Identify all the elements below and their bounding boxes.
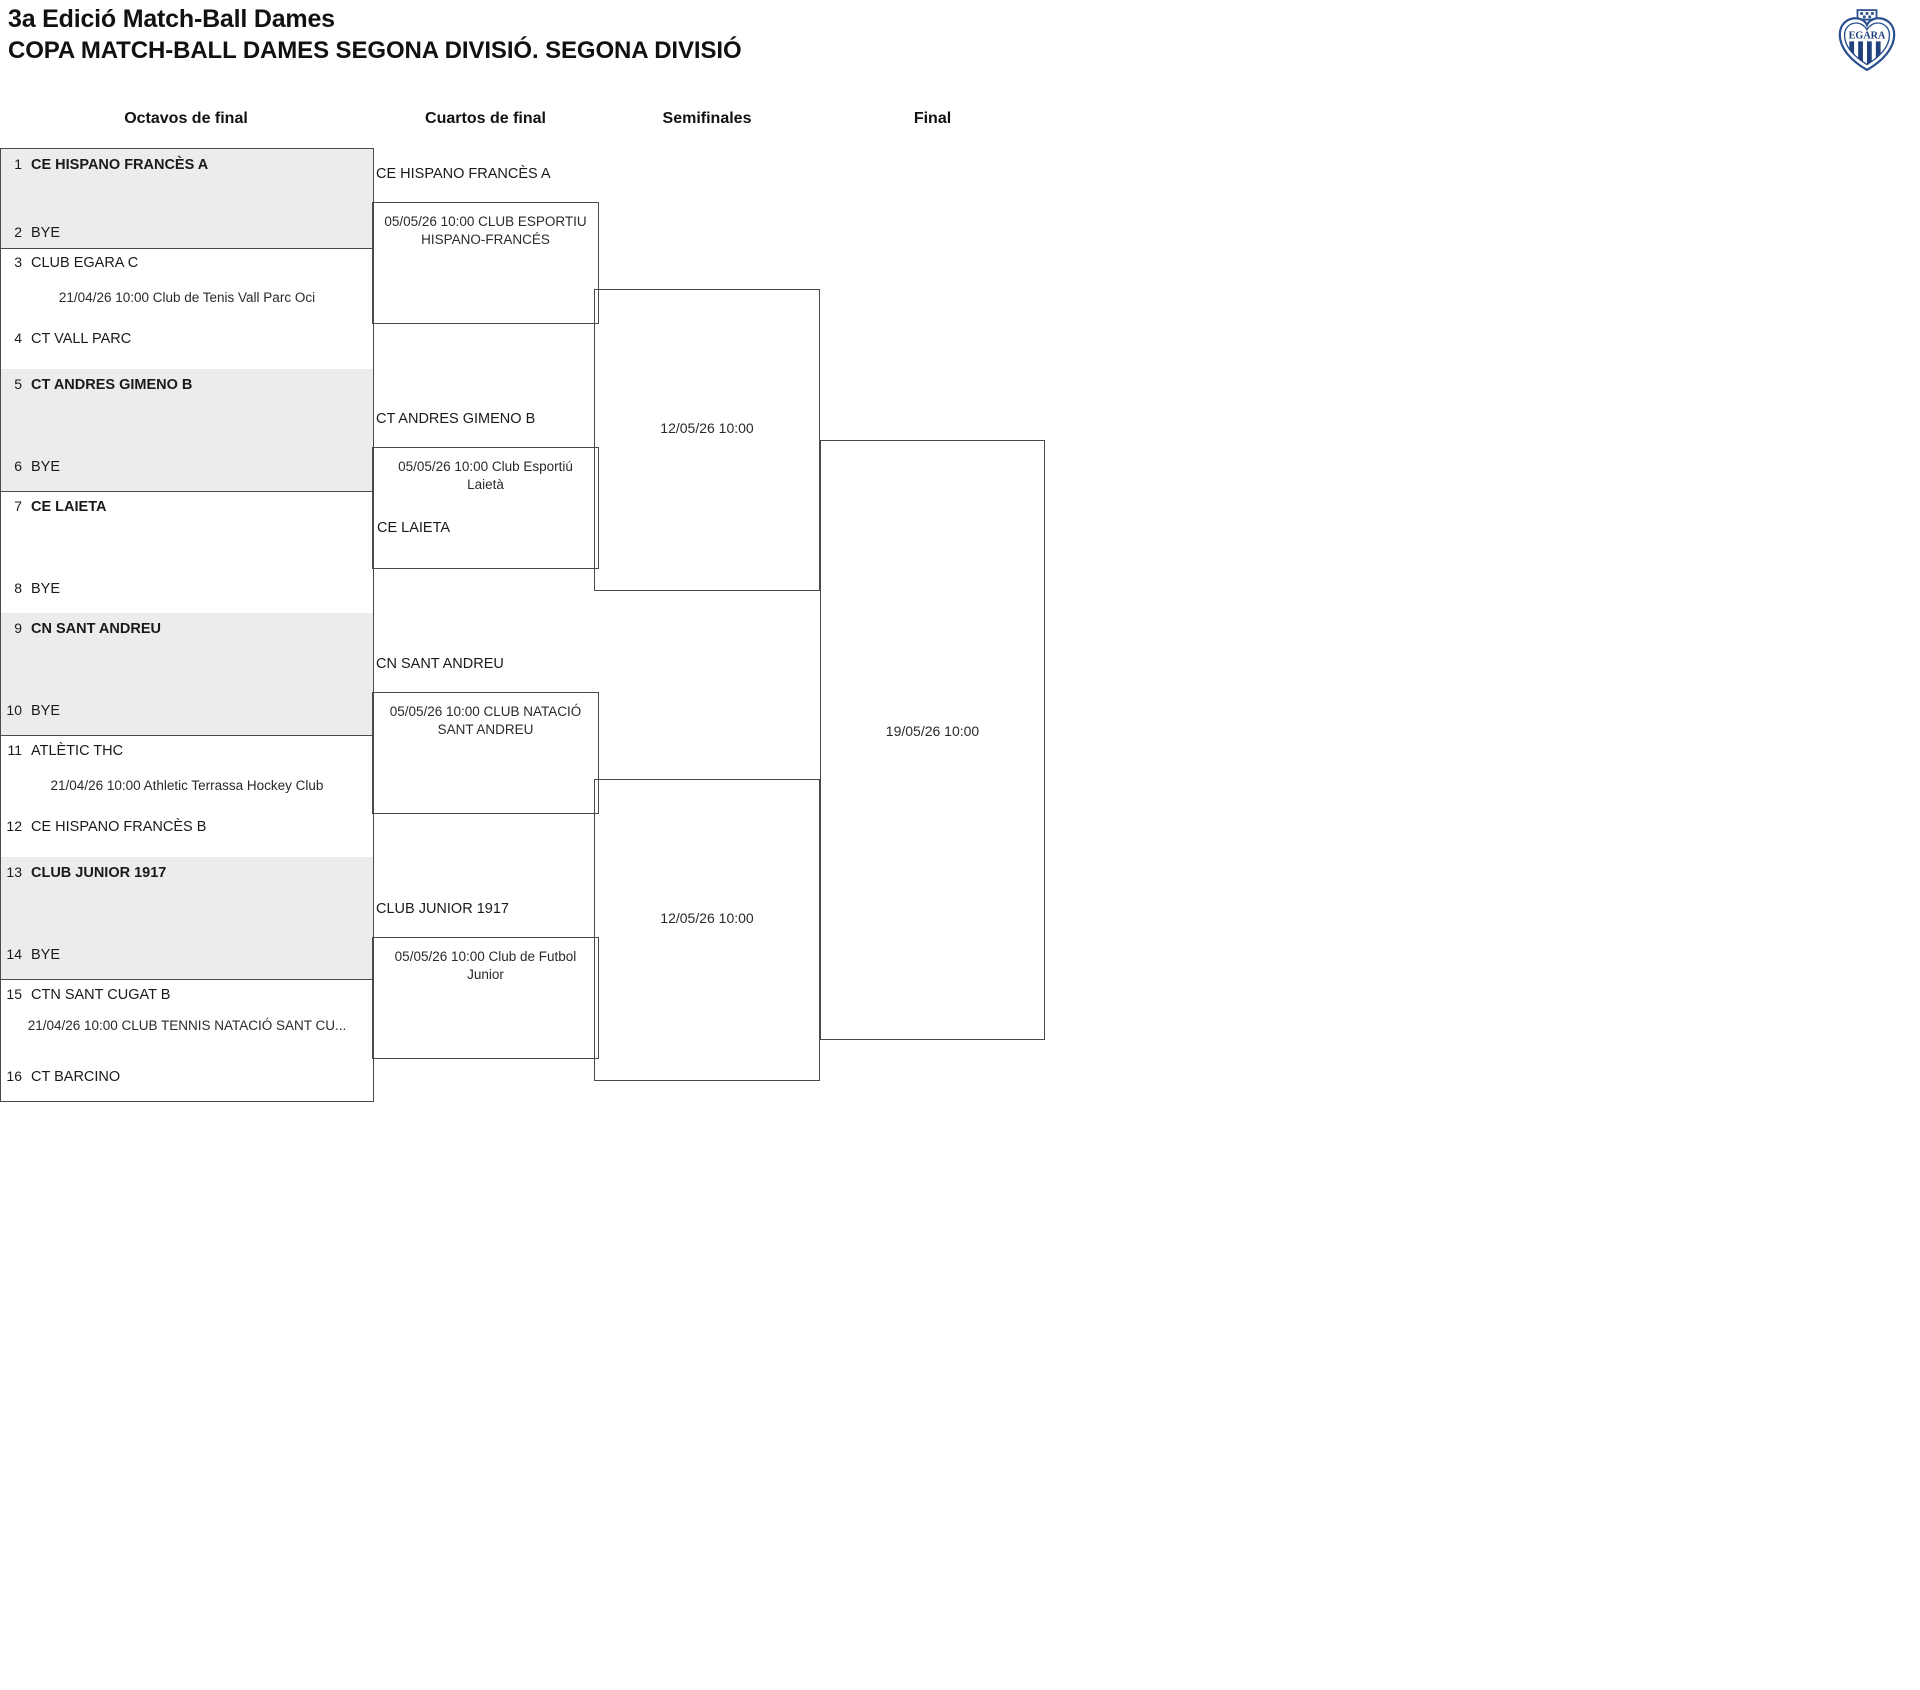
- match-schedule: 12/05/26 10:00: [660, 420, 754, 436]
- team-name: CT ANDRES GIMENO B: [31, 377, 193, 393]
- egara-club-logo: EGARA: [1832, 6, 1902, 74]
- qf-match-box[interactable]: 05/05/26 10:00 CLUB ESPORTIU HISPANO-FRA…: [372, 202, 599, 324]
- sf-match-box[interactable]: 12/05/26 10:00: [594, 289, 820, 591]
- final-match-box[interactable]: 19/05/26 10:00: [820, 440, 1045, 1040]
- bracket-entry[interactable]: 4 CT VALL PARC: [1, 325, 373, 351]
- bracket-entry[interactable]: 3 CLUB EGARA C: [1, 249, 373, 275]
- match-row[interactable]: 15 CTN SANT CUGAT B 21/04/26 10:00 CLUB T…: [0, 979, 374, 1102]
- seed-number: 6: [14, 458, 22, 474]
- seed-number: 5: [14, 376, 22, 392]
- match-schedule: 12/05/26 10:00: [660, 910, 754, 926]
- seed-number: 4: [14, 330, 22, 346]
- qf-match-box[interactable]: 05/05/26 10:00 Club de Futbol Junior: [372, 937, 599, 1059]
- seed-number: 12: [6, 818, 22, 834]
- team-name: BYE: [31, 225, 61, 241]
- bracket-entry[interactable]: 15 CTN SANT CUGAT B: [1, 981, 373, 1007]
- team-name: CE HISPANO FRANCÈS B: [31, 819, 207, 835]
- tournament-competition-title: COPA MATCH-BALL DAMES SEGONA DIVISIÓ. SE…: [8, 37, 742, 64]
- match-schedule: 21/04/26 10:00 CLUB TENNIS NATACIÓ SANT …: [27, 1018, 347, 1033]
- qf-winner-label[interactable]: CT ANDRES GIMENO B: [376, 411, 536, 427]
- round-header-semifinales: Semifinales: [662, 110, 752, 127]
- match-row[interactable]: 7 CE LAIETA 8 BYE: [0, 491, 374, 614]
- seed-number: 13: [6, 864, 22, 880]
- bracket-entry[interactable]: 5 CT ANDRES GIMENO B: [1, 371, 373, 397]
- team-name: CLUB EGARA C: [31, 255, 139, 271]
- page-header: 3a Edició Match-Ball Dames COPA MATCH-BA…: [8, 4, 1208, 66]
- seed-number: 8: [14, 580, 22, 596]
- round-header-cuartos: Cuartos de final: [425, 110, 546, 127]
- sf-match-box[interactable]: 12/05/26 10:00: [594, 779, 820, 1081]
- match-schedule: 05/05/26 10:00 CLUB ESPORTIU HISPANO-FRA…: [384, 214, 587, 247]
- team-name: ATLÈTIC THC: [31, 743, 124, 759]
- seed-number: 10: [6, 702, 22, 718]
- bracket-entry[interactable]: 9 CN SANT ANDREU: [1, 615, 373, 641]
- match-row[interactable]: 9 CN SANT ANDREU 10 BYE: [0, 613, 374, 736]
- match-schedule: 05/05/26 10:00 CLUB NATACIÓ SANT ANDREU: [389, 704, 582, 737]
- bracket-entry[interactable]: 14 BYE: [1, 941, 373, 967]
- logo-wordmark: EGARA: [1849, 31, 1886, 42]
- tournament-edition-title: 3a Edició Match-Ball Dames: [8, 5, 335, 33]
- team-name: BYE: [31, 459, 61, 475]
- team-name: CTN SANT CUGAT B: [31, 987, 171, 1003]
- match-schedule: 21/04/26 10:00 Club de Tenis Vall Parc O…: [58, 290, 316, 305]
- bracket-entry[interactable]: 2 BYE: [1, 219, 373, 245]
- bracket-entry[interactable]: 13 CLUB JUNIOR 1917: [1, 859, 373, 885]
- qf-loser-label: CE LAIETA: [377, 520, 451, 536]
- bracket-entry[interactable]: 6 BYE: [1, 453, 373, 479]
- round-header-final: Final: [913, 110, 952, 127]
- match-schedule: 05/05/26 10:00 Club Esportiú Laietà: [398, 459, 573, 492]
- qf-match-box[interactable]: 05/05/26 10:00 CLUB NATACIÓ SANT ANDREU: [372, 692, 599, 814]
- match-schedule: 19/05/26 10:00: [885, 723, 980, 739]
- qf-winner-label[interactable]: CE HISPANO FRANCÈS A: [376, 166, 551, 182]
- bracket-entry[interactable]: 1 CE HISPANO FRANCÈS A: [1, 151, 373, 177]
- shield-crest-icon: EGARA: [1838, 9, 1896, 72]
- match-row[interactable]: 11 ATLÈTIC THC 21/04/26 10:00 Athletic Te…: [0, 735, 374, 858]
- bracket-entry[interactable]: 12 CE HISPANO FRANCÈS B: [1, 813, 373, 839]
- team-name: CN SANT ANDREU: [31, 621, 161, 637]
- match-row[interactable]: 3 CLUB EGARA C 21/04/26 10:00 Club de Ten…: [0, 247, 374, 370]
- seed-number: 16: [6, 1068, 22, 1084]
- team-name: CE LAIETA: [31, 499, 107, 515]
- seed-number: 3: [14, 254, 22, 270]
- seed-number: 9: [14, 620, 22, 636]
- bracket-entry[interactable]: 16 CT BARCINO: [1, 1063, 373, 1089]
- match-schedule: 21/04/26 10:00 Athletic Terrassa Hockey …: [50, 778, 324, 793]
- bracket-entry[interactable]: 8 BYE: [1, 575, 373, 601]
- bracket-entry[interactable]: 10 BYE: [1, 697, 373, 723]
- seed-number: 7: [14, 498, 22, 514]
- team-name: CT BARCINO: [31, 1069, 121, 1085]
- round-header-octavos: Octavos de final: [124, 110, 248, 127]
- qf-winner-label[interactable]: CN SANT ANDREU: [376, 656, 504, 672]
- team-name: BYE: [31, 947, 61, 963]
- qf-match-box[interactable]: 05/05/26 10:00 Club Esportiú Laietà CE L…: [372, 447, 599, 569]
- seed-number: 11: [7, 742, 22, 758]
- team-name: CLUB JUNIOR 1917: [31, 865, 167, 881]
- match-row[interactable]: 13 CLUB JUNIOR 1917 14 BYE: [0, 857, 374, 980]
- team-name: CE HISPANO FRANCÈS A: [31, 157, 209, 173]
- match-row[interactable]: 5 CT ANDRES GIMENO B 6 BYE: [0, 369, 374, 492]
- seed-number: 14: [6, 946, 22, 962]
- qf-winner-label[interactable]: CLUB JUNIOR 1917: [376, 901, 509, 917]
- seed-number: 15: [6, 986, 22, 1002]
- seed-number: 2: [14, 224, 22, 240]
- team-name: BYE: [31, 703, 61, 719]
- team-name: BYE: [31, 581, 61, 597]
- match-schedule: 05/05/26 10:00 Club de Futbol Junior: [394, 949, 577, 982]
- bracket-entry[interactable]: 7 CE LAIETA: [1, 493, 373, 519]
- seed-number: 1: [14, 156, 22, 172]
- bracket-entry[interactable]: 11 ATLÈTIC THC: [1, 737, 373, 763]
- team-name: CT VALL PARC: [31, 331, 132, 347]
- match-row[interactable]: 1 CE HISPANO FRANCÈS A 2 BYE: [0, 148, 374, 249]
